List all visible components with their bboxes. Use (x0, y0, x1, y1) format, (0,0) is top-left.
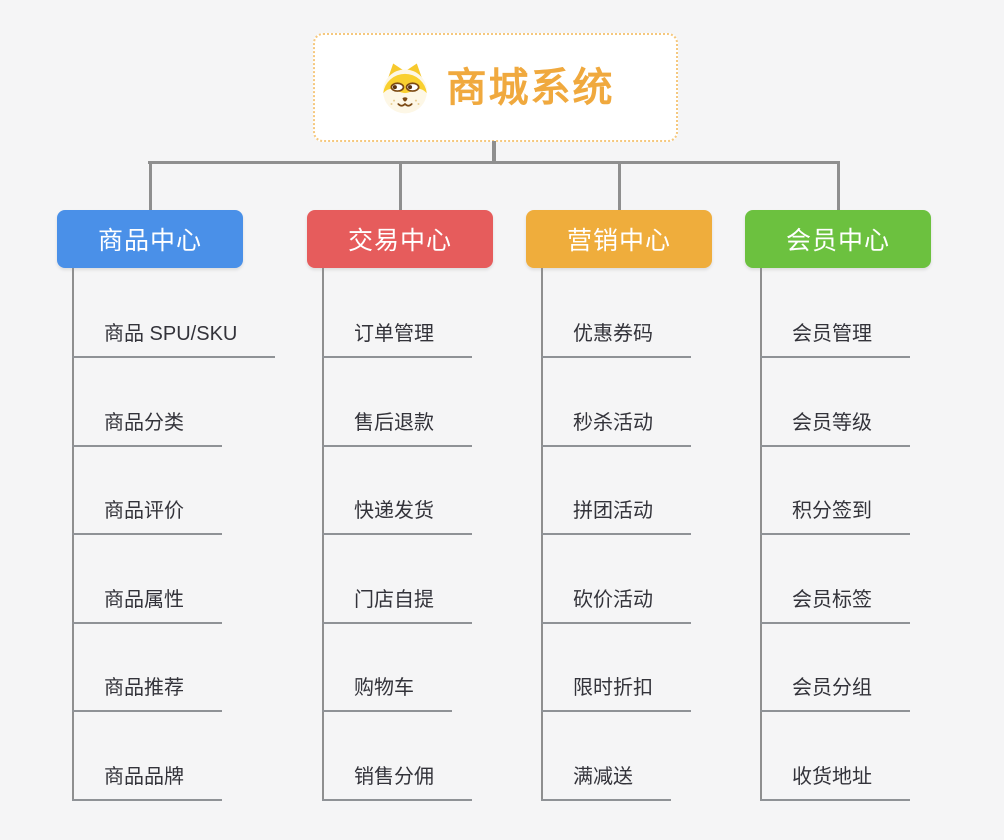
node-item-label: 优惠券码 (541, 318, 691, 358)
connector-drop-product-center (148, 163, 152, 210)
node-item[interactable]: 限时折扣 (541, 672, 691, 712)
node-item-label: 商品分类 (72, 407, 222, 447)
connector-drop-member-center (836, 163, 840, 210)
node-item[interactable]: 会员分组 (760, 672, 910, 712)
node-item-label: 购物车 (322, 672, 452, 712)
node-item-label: 会员等级 (760, 407, 910, 447)
node-item[interactable]: 积分签到 (760, 495, 910, 535)
root-node-title: 商城系统 (446, 65, 615, 110)
node-item[interactable]: 收货地址 (760, 761, 910, 801)
node-item-label: 商品推荐 (72, 672, 222, 712)
node-item[interactable]: 门店自提 (322, 584, 472, 624)
root-node-mall-system[interactable]: 商城系统 (313, 33, 678, 142)
node-item[interactable]: 会员管理 (760, 318, 910, 358)
node-item[interactable]: 商品 SPU/SKU (72, 318, 276, 358)
node-item-label: 会员分组 (760, 672, 910, 712)
branch-marketing-center: 营销中心 优惠券码秒杀活动拼团活动砍价活动限时折扣满减送 (526, 210, 786, 820)
node-item[interactable]: 商品属性 (72, 584, 222, 624)
node-item-label: 满减送 (541, 761, 671, 801)
node-item[interactable]: 满减送 (541, 761, 671, 801)
node-item-label: 销售分佣 (322, 761, 472, 801)
node-item-label: 积分签到 (760, 495, 910, 535)
node-item[interactable]: 会员标签 (760, 584, 910, 624)
node-item-label: 售后退款 (322, 407, 472, 447)
node-item[interactable]: 销售分佣 (322, 761, 472, 801)
branch-product-center: 商品中心 商品 SPU/SKU 商品分类商品评价商品属性商品推荐商品品牌 (57, 210, 317, 820)
node-item[interactable]: 购物车 (322, 672, 452, 712)
branch-box-marketing-center[interactable]: 营销中心 (526, 210, 712, 268)
branch-box-product-center[interactable]: 商品中心 (57, 210, 243, 268)
node-item-label: 会员管理 (760, 318, 910, 358)
node-item-label: 秒杀活动 (541, 407, 691, 447)
connector-drop-trade-center (398, 163, 402, 210)
node-item[interactable]: 售后退款 (322, 407, 472, 447)
node-item[interactable]: 拼团活动 (541, 495, 691, 535)
node-item[interactable]: 快递发货 (322, 495, 472, 535)
node-item-label: 商品 SPU/SKU (72, 318, 276, 358)
node-item-label: 拼团活动 (541, 495, 691, 535)
node-item-label: 限时折扣 (541, 672, 691, 712)
node-item[interactable]: 商品评价 (72, 495, 222, 535)
node-item-label: 商品品牌 (72, 761, 222, 801)
node-item-label: 订单管理 (322, 318, 472, 358)
shiba-dog-icon (382, 63, 427, 113)
node-item[interactable]: 订单管理 (322, 318, 472, 358)
node-item-label: 快递发货 (322, 495, 472, 535)
node-item[interactable]: 会员等级 (760, 407, 910, 447)
branch-box-trade-center[interactable]: 交易中心 (307, 210, 493, 268)
branch-label-marketing-center: 营销中心 (566, 227, 671, 255)
connector-drop-marketing-center (617, 163, 621, 210)
node-item-label: 商品评价 (72, 495, 222, 535)
connector-root-stub (492, 141, 496, 162)
connector-rail (148, 161, 840, 164)
node-item-label: 会员标签 (760, 584, 910, 624)
node-item[interactable]: 秒杀活动 (541, 407, 691, 447)
node-item[interactable]: 商品品牌 (72, 761, 222, 801)
node-item[interactable]: 商品分类 (72, 407, 222, 447)
branch-label-member-center: 会员中心 (785, 227, 890, 255)
node-item[interactable]: 砍价活动 (541, 584, 691, 624)
node-item-label: 商品属性 (72, 584, 222, 624)
branch-label-product-center: 商品中心 (97, 227, 202, 255)
branch-member-center: 会员中心 会员管理会员等级积分签到会员标签会员分组收货地址 (745, 210, 1004, 820)
node-item-label: 门店自提 (322, 584, 472, 624)
node-item[interactable]: 商品推荐 (72, 672, 222, 712)
branch-box-member-center[interactable]: 会员中心 (745, 210, 931, 268)
node-item-label: 砍价活动 (541, 584, 691, 624)
node-item[interactable]: 优惠券码 (541, 318, 691, 358)
branch-trade-center: 交易中心 订单管理售后退款快递发货门店自提购物车销售分佣 (307, 210, 567, 820)
node-item-label: 收货地址 (760, 761, 910, 801)
branch-label-trade-center: 交易中心 (347, 227, 452, 255)
